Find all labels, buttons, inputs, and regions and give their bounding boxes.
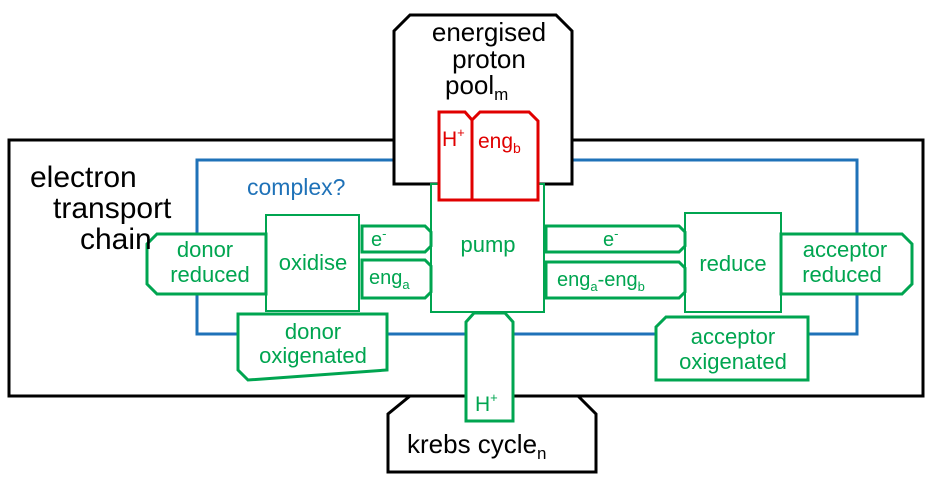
eng-b-red-shape (470, 110, 540, 202)
proton-green-sup: + (490, 390, 498, 405)
donor-reduced-line1: donor (177, 237, 233, 262)
etc-title-line1: electron (30, 161, 137, 194)
krebs-cycle-label: krebs cyclen (407, 429, 547, 463)
eng-diff-base1: eng (557, 269, 590, 291)
proton-pool-line1: energised (432, 17, 546, 47)
donor-oxigenated-shape (236, 312, 389, 382)
krebs-cycle-text: krebs cycle (407, 429, 537, 459)
eng-b-red-label: engb (478, 130, 521, 156)
eng-diff-sub2: b (638, 279, 645, 294)
acceptor-oxigenated-shape (654, 315, 810, 382)
proton-green-shape (464, 311, 515, 423)
electron-left-shape (360, 224, 433, 254)
eng-diff-shape (544, 260, 687, 300)
eng-diff-mid: -eng (598, 269, 638, 291)
eng-a-shape (360, 258, 433, 300)
eng-diff-label: enga-engb (557, 269, 645, 294)
etc-title-line2: transport (53, 192, 172, 225)
krebs-cycle-subscript: n (537, 444, 546, 463)
electron-right-label: e- (603, 226, 618, 251)
proton-pool-line2: proton (452, 44, 526, 74)
proton-pool-word: pool (445, 70, 494, 100)
oxidise-box (265, 214, 360, 312)
eng-a-base: eng (369, 267, 402, 289)
reduce-label: reduce (699, 251, 766, 276)
krebs-cycle-shape (386, 394, 598, 474)
electron-right-base: e (603, 229, 614, 251)
eng-a-sub: a (402, 277, 410, 292)
eng-b-red-base: eng (478, 130, 513, 153)
acceptor-reduced-shape (779, 232, 914, 296)
proton-green-label: H+ (475, 390, 498, 416)
electron-left-sup: - (382, 226, 386, 241)
donor-reduced-line2: reduced (170, 262, 250, 287)
proton-red-shape (437, 110, 474, 202)
eng-b-red-sub: b (513, 140, 521, 156)
electron-left-label: e- (371, 226, 386, 251)
pump-box (430, 183, 545, 313)
proton-red-label: H+ (442, 125, 465, 151)
acceptor-reduced-line1: acceptor (803, 237, 887, 262)
electron-right-sup: - (614, 226, 618, 241)
proton-pool-line3: poolm (445, 70, 508, 104)
electron-left-base: e (371, 229, 382, 251)
oxidise-label: oxidise (279, 250, 347, 275)
pump-label: pump (460, 232, 515, 257)
acceptor-oxigenated-line1: acceptor (691, 324, 775, 349)
electron-right-shape (544, 224, 687, 254)
complex-label: complex? (247, 174, 345, 200)
proton-red-sup: + (457, 125, 465, 140)
acceptor-oxigenated-line2: oxigenated (679, 349, 787, 374)
donor-reduced-shape (145, 232, 268, 296)
proton-red-base: H (442, 128, 457, 151)
eng-diff-sub1: a (590, 279, 598, 294)
etc-title-line3: chain (80, 223, 152, 256)
acceptor-reduced-line2: reduced (802, 262, 882, 287)
proton-pool-subscript: m (494, 85, 508, 104)
eng-a-label: enga (369, 267, 410, 292)
proton-green-base: H (475, 393, 490, 416)
donor-oxigenated-line2: oxigenated (259, 343, 367, 368)
donor-oxigenated-line1: donor (285, 319, 341, 344)
